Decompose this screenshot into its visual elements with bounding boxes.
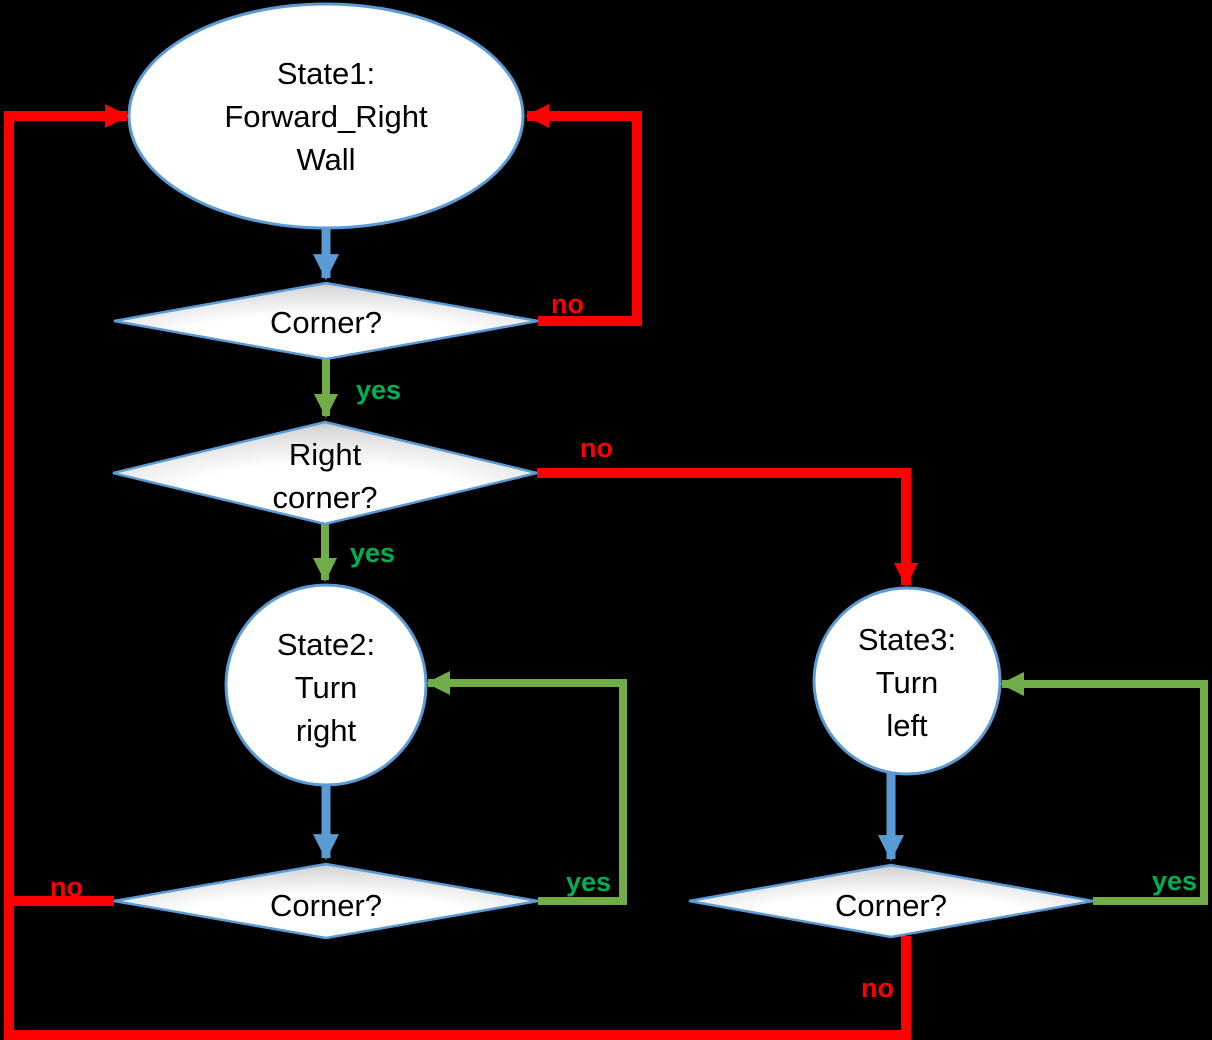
state2-circle xyxy=(224,583,428,787)
state3-line3: left xyxy=(886,708,928,743)
edge-label-corner-left-yes: yes xyxy=(566,867,611,897)
edge-right-corner-no xyxy=(537,468,918,587)
edge-corner-top-no xyxy=(525,104,642,326)
edge-corner-left-yes xyxy=(426,671,627,905)
edge-labels: no yes no yes yes no yes no xyxy=(50,289,1197,1003)
state2-line3: right xyxy=(296,713,357,748)
corner-check-left-diamond xyxy=(113,862,539,940)
node-state2: State2: Turn right xyxy=(224,583,428,787)
edge-corner-right-no xyxy=(4,104,911,1040)
edge-label-right-corner-no: no xyxy=(580,433,613,463)
state1-ellipse xyxy=(127,2,525,230)
edge-label-corner-right-no: no xyxy=(861,973,894,1003)
edge-label-corner-left-no: no xyxy=(50,872,83,902)
corner-check-top-diamond xyxy=(113,281,539,361)
state3-line1: State3: xyxy=(858,622,956,657)
node-corner-check-top: Corner? xyxy=(113,281,539,361)
edge-corner-right-yes xyxy=(1000,672,1208,905)
edges xyxy=(4,104,1208,1040)
state1-line2: Forward_Right xyxy=(224,99,428,134)
state2-line2: Turn xyxy=(295,670,358,705)
edge-label-corner-top-no: no xyxy=(551,289,584,319)
corner-check-top-label: Corner? xyxy=(270,305,382,340)
node-right-corner-check: Right corner? xyxy=(112,420,538,526)
state3-circle xyxy=(812,586,1002,776)
node-state3: State3: Turn left xyxy=(812,586,1002,776)
state1-line1: State1: xyxy=(277,56,375,91)
corner-check-right-label: Corner? xyxy=(835,888,947,923)
node-corner-check-right: Corner? xyxy=(688,863,1094,939)
right-corner-check-line1: Right xyxy=(289,437,362,472)
edge-label-corner-top-yes: yes xyxy=(356,375,401,405)
right-corner-check-line2: corner? xyxy=(272,480,377,515)
edge-label-corner-right-yes: yes xyxy=(1152,866,1197,896)
corner-check-right-diamond xyxy=(688,863,1094,939)
node-state1: State1: Forward_Right Wall xyxy=(127,2,525,230)
node-corner-check-left: Corner? xyxy=(113,862,539,940)
state2-line1: State2: xyxy=(277,627,375,662)
state1-line3: Wall xyxy=(296,142,355,177)
state3-line2: Turn xyxy=(876,665,939,700)
right-corner-check-diamond xyxy=(112,420,538,526)
edge-label-right-corner-yes: yes xyxy=(350,538,395,568)
corner-check-left-label: Corner? xyxy=(270,888,382,923)
